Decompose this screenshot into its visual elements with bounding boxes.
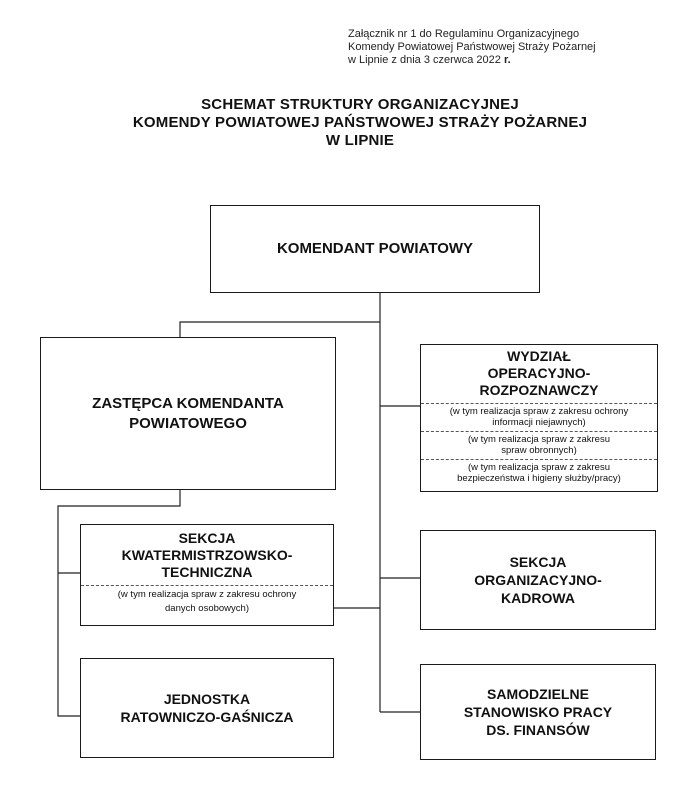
node-line: SAMODZIELNE: [487, 686, 589, 702]
annex-line-3-text: w Lipnie z dnia 3 czerwca 2022: [348, 54, 501, 66]
node-line: JEDNOSTKA: [163, 691, 251, 707]
node-text: SAMODZIELNE STANOWISKO PRACY DS. FINANSÓ…: [421, 685, 655, 739]
node-line: ROZPOZNAWCZY: [479, 382, 599, 398]
node-wydzial-operacyjno-rozpoznawczy: WYDZIAŁ OPERACYJNO- ROZPOZNAWCZY (w tym …: [420, 344, 658, 492]
node-text: WYDZIAŁ OPERACYJNO- ROZPOZNAWCZY: [421, 345, 657, 403]
node-text: ZASTĘPCA KOMENDANTA POWIATOWEGO: [41, 394, 335, 434]
node-line: KOMENDANT POWIATOWY: [276, 240, 474, 257]
title-line-1: SCHEMAT STRUKTURY ORGANIZACYJNEJ: [201, 96, 519, 113]
node-text: KOMENDANT POWIATOWY: [211, 240, 539, 258]
annex-line-2: Komendy Powiatowej Państwowej Straży Poż…: [348, 41, 596, 53]
node-komendant-powiatowy: KOMENDANT POWIATOWY: [210, 205, 540, 293]
node-note: (w tym realizacja spraw z zakresu spraw …: [421, 431, 657, 459]
node-text: SEKCJA KWATERMISTRZOWSKO- TECHNICZNA: [81, 525, 333, 585]
node-zastepca-komendanta: ZASTĘPCA KOMENDANTA POWIATOWEGO: [40, 337, 336, 490]
node-stanowisko-ds-finansow: SAMODZIELNE STANOWISKO PRACY DS. FINANSÓ…: [420, 664, 656, 760]
note-line: bezpieczeństwa i higieny służby/pracy): [457, 473, 621, 484]
node-sekcja-organizacyjno-kadrowa: SEKCJA ORGANIZACYJNO- KADROWA: [420, 530, 656, 630]
node-jednostka-ratowniczo-gasnicza: JEDNOSTKA RATOWNICZO-GAŚNICZA: [80, 658, 334, 758]
note-line: (w tym realizacja spraw z zakresu: [467, 462, 610, 473]
note-line: (w tym realizacja spraw z zakresu ochron…: [449, 406, 629, 417]
note-line: spraw obronnych): [501, 445, 577, 456]
title-line-2: KOMENDY POWIATOWEJ PAŃSTWOWEJ STRAŻY POŻ…: [132, 114, 588, 131]
node-line: TECHNICZNA: [161, 564, 253, 580]
node-line: ZASTĘPCA KOMENDANTA: [92, 394, 284, 412]
connector-zastepca-down: [57, 490, 181, 717]
note-line: informacji niejawnych): [492, 417, 586, 428]
node-line: KADROWA: [501, 590, 575, 606]
note-line: (w tym realizacja spraw z zakresu ochron…: [117, 589, 297, 600]
node-text: SEKCJA ORGANIZACYJNO- KADROWA: [421, 553, 655, 607]
node-line: STANOWISKO PRACY: [463, 704, 613, 720]
node-line: ORGANIZACYJNO-: [474, 572, 602, 588]
annex-line-3-suffix: r.: [503, 54, 511, 66]
node-line: RATOWNICZO-GAŚNICZA: [120, 709, 294, 725]
node-line: KWATERMISTRZOWSKO-: [121, 547, 293, 563]
chart-title: SCHEMAT STRUKTURY ORGANIZACYJNEJ KOMENDY…: [60, 96, 660, 150]
node-note: (w tym realizacja spraw z zakresu bezpie…: [421, 459, 657, 487]
annex-note: Załącznik nr 1 do Regulaminu Organizacyj…: [348, 28, 668, 67]
node-line: WYDZIAŁ: [507, 348, 571, 364]
node-line: OPERACYJNO-: [487, 365, 591, 381]
node-note: (w tym realizacja spraw z zakresu ochron…: [81, 585, 333, 619]
annex-line-1: Załącznik nr 1 do Regulaminu Organizacyj…: [348, 28, 580, 40]
node-line: POWIATOWEGO: [129, 414, 247, 432]
note-line: danych osobowych): [165, 603, 249, 614]
title-line-3: W LIPNIE: [325, 132, 395, 149]
annex-line-3: w Lipnie z dnia 3 czerwca 2022 r.: [348, 54, 668, 67]
node-line: SEKCJA: [178, 530, 236, 546]
node-note: (w tym realizacja spraw z zakresu ochron…: [421, 403, 657, 431]
node-sekcja-kwatermistrzowsko-techniczna: SEKCJA KWATERMISTRZOWSKO- TECHNICZNA (w …: [80, 524, 334, 626]
note-line: (w tym realizacja spraw z zakresu: [467, 434, 610, 445]
node-line: SEKCJA: [509, 554, 567, 570]
node-line: DS. FINANSÓW: [486, 722, 590, 738]
node-text: JEDNOSTKA RATOWNICZO-GAŚNICZA: [81, 690, 333, 726]
connector-zastepca: [179, 321, 380, 337]
